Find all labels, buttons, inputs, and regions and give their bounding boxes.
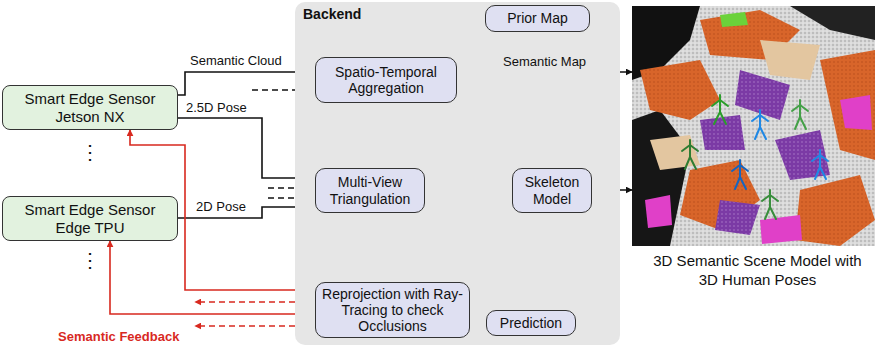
- box-label: Reprojection with Ray-Tracing to check O…: [322, 286, 463, 334]
- process-box: Prior Map: [485, 5, 590, 32]
- sensor-box: Smart Edge Sensor Edge TPU: [2, 196, 178, 241]
- process-box: Prediction: [486, 310, 576, 336]
- figure-caption: 3D Semantic Scene Model with 3D Human Po…: [650, 252, 865, 290]
- box-label: Prior Map: [507, 10, 568, 26]
- continuation-dots: ⋮: [80, 248, 100, 272]
- backend-panel: Backend Prior MapSpatio-Temporal Aggregat…: [295, 2, 620, 345]
- process-box: Spatio-Temporal Aggregation: [315, 57, 457, 103]
- edge-label: 2D Pose: [196, 199, 246, 214]
- box-label: Spatio-Temporal Aggregation: [322, 64, 450, 96]
- arrow-label: Semantic Map: [503, 54, 586, 69]
- process-box: Multi-View Triangulation: [315, 168, 425, 213]
- edge-label: 2.5D Pose: [186, 100, 247, 115]
- feedback-label: Semantic Feedback: [58, 329, 179, 344]
- continuation-dots: ⋮: [80, 140, 100, 164]
- panel-title: Backend: [303, 6, 361, 22]
- box-label: Prediction: [500, 315, 562, 331]
- box-label: Multi-View Triangulation: [322, 174, 418, 206]
- box-label: Smart Edge Sensor Jetson NX: [23, 90, 157, 125]
- box-label: Skeleton Model: [519, 174, 585, 206]
- edge-label: Semantic Cloud: [190, 53, 282, 68]
- sensor-box: Smart Edge Sensor Jetson NX: [2, 85, 178, 130]
- box-label: Smart Edge Sensor Edge TPU: [23, 201, 157, 236]
- process-box: Skeleton Model: [512, 168, 592, 213]
- feedback-arrow: [110, 241, 315, 314]
- process-box: Reprojection with Ray-Tracing to check O…: [315, 282, 470, 338]
- scene-illustration: [632, 6, 875, 246]
